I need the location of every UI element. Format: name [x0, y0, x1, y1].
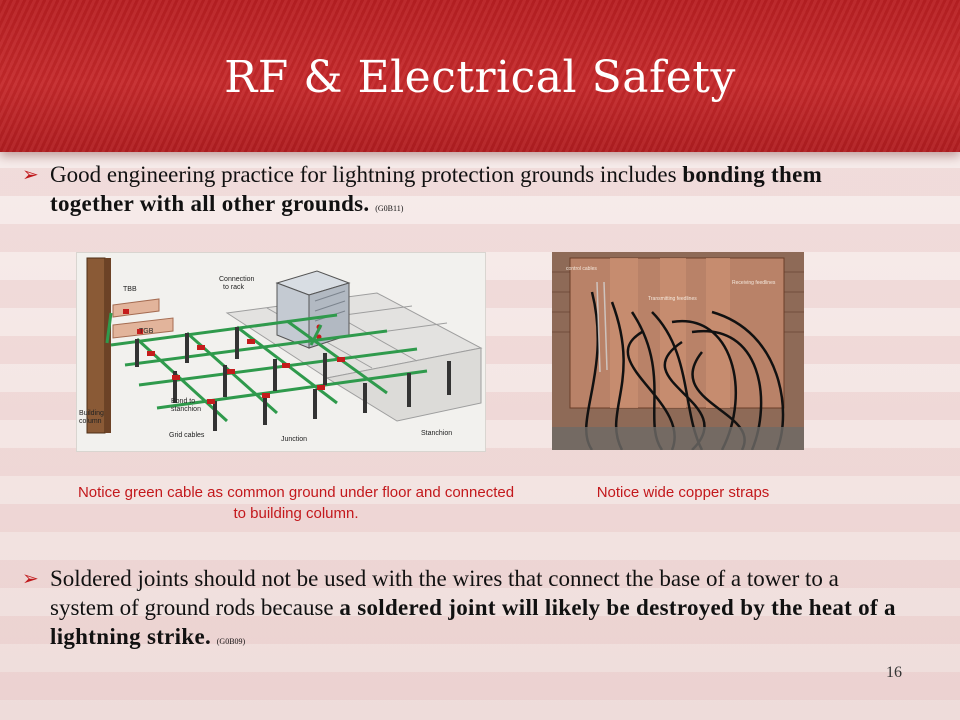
bullet-soldered-joints: ➢ Soldered joints should not be used wit…	[22, 564, 902, 656]
copper-straps-photo: control cables Receiving feedlines Trans…	[552, 252, 804, 450]
ground-grid-diagram: TBB TGB Connection to rack Building colu…	[76, 252, 486, 452]
arrow-bullet-icon: ➢	[22, 568, 39, 590]
title-banner	[0, 0, 960, 152]
caption-copper-straps: Notice wide copper straps	[596, 484, 770, 501]
bullet-bold: a soldered joint will likely be destroye…	[50, 595, 896, 649]
label-connection: Connection	[219, 276, 255, 283]
page-number: 16	[886, 664, 902, 681]
label-bond-to: Bond to	[171, 398, 195, 405]
label-stanchion-right: Stanchion	[421, 430, 452, 437]
label-to-rack: to rack	[223, 284, 245, 291]
arrow-bullet-icon: ➢	[22, 164, 39, 186]
label-receiving-feedlines: Receiving feedlines	[732, 280, 776, 286]
bullet-body: Soldered joints should not be used with …	[50, 564, 902, 656]
bullet-text: Good engineering practice for lightning …	[50, 162, 683, 187]
caption-green-cable: Notice green cable as common ground unde…	[77, 484, 515, 522]
label-tbb: TBB	[123, 286, 137, 293]
label-grid-cables: Grid cables	[169, 432, 205, 439]
bullet-body: Good engineering practice for lightning …	[50, 160, 902, 223]
label-column: column	[79, 418, 102, 425]
label-stanchion: stanchion	[171, 406, 201, 413]
label-tgb: TGB	[139, 328, 154, 335]
label-control-cables: control cables	[566, 266, 597, 272]
slide-title: RF & Electrical Safety	[224, 52, 736, 103]
label-transmitting-feedlines: Transmitting feedlines	[648, 296, 697, 302]
question-ref: (G0B11)	[375, 204, 404, 213]
label-building: Building	[79, 410, 104, 417]
bullet-grounding: ➢ Good engineering practice for lightnin…	[22, 160, 902, 223]
question-ref: (G0B09)	[216, 637, 246, 646]
label-junction: Junction	[281, 436, 307, 443]
bullet-bold: bonding them together with all other gro…	[50, 162, 823, 216]
bullet-text: Soldered joints should not be used with …	[50, 566, 839, 620]
